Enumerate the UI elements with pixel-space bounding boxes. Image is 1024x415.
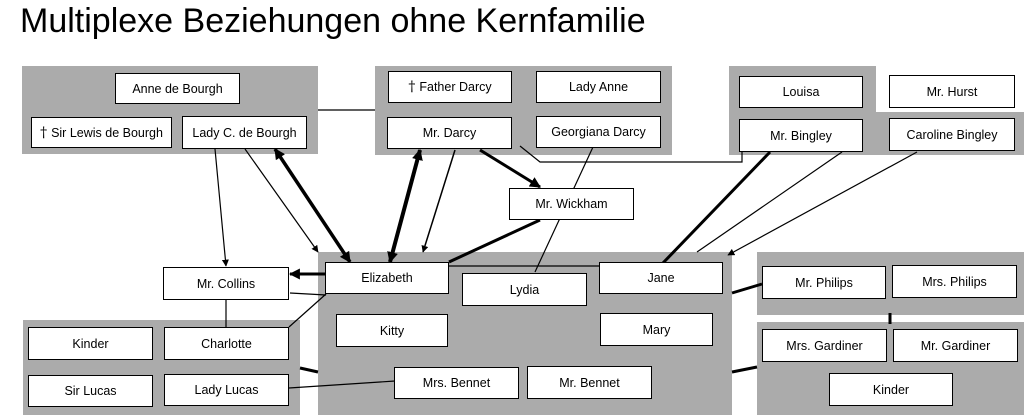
edge-jane-philips [731, 282, 763, 295]
edge-elizabeth-collins-thin [289, 292, 327, 296]
node-label: Mr. Bingley [770, 128, 832, 143]
node-label: Mr. Gardiner [920, 338, 991, 353]
node-label: Anne de Bourgh [132, 81, 223, 96]
edge-bennet-lucas [299, 366, 319, 374]
node-georgiana-darcy[interactable]: Georgiana Darcy [536, 116, 661, 148]
node-label: Mrs. Philips [922, 274, 987, 289]
node-label: Georgiana Darcy [551, 125, 646, 139]
node-sir-lewis-de-bourgh[interactable]: †Sir Lewis de Bourgh [31, 117, 172, 148]
node-mrs-gardiner[interactable]: Mrs. Gardiner [762, 329, 887, 362]
edge-ladyc-elizabeth-bold [273, 148, 352, 263]
node-mr-collins[interactable]: Mr. Collins [163, 267, 289, 300]
node-label: Louisa [782, 85, 820, 99]
node-mr-darcy[interactable]: Mr. Darcy [387, 117, 512, 149]
node-anne-de-bourgh[interactable]: Anne de Bourgh [115, 73, 240, 104]
node-label: Kitty [379, 323, 405, 338]
deceased-marker: † [408, 79, 416, 95]
node-label: Mr. Hurst [926, 84, 978, 99]
node-mr-bennet[interactable]: Mr. Bennet [527, 366, 652, 399]
node-mr-bingley[interactable]: Mr. Bingley [739, 119, 863, 152]
node-label: Lady Lucas [194, 383, 259, 397]
edge-caroline-jane [727, 151, 918, 256]
edge-bingley-jane-bold [660, 150, 772, 266]
node-label: Mr. Bennet [559, 375, 620, 390]
node-mrs-bennet[interactable]: Mrs. Bennet [394, 367, 519, 399]
deceased-marker: † [40, 124, 48, 141]
edge-darcy-elizabeth-bold [387, 148, 423, 264]
node-label: Sir Lucas [64, 384, 117, 398]
node-label: Mr. Collins [196, 276, 256, 291]
node-mary[interactable]: Mary [600, 313, 713, 346]
edge-bennet-gardiner [731, 365, 758, 374]
node-louisa[interactable]: Louisa [739, 76, 863, 108]
node-label: Charlotte [201, 336, 252, 351]
node-lady-c-de-bourgh[interactable]: Lady C. de Bourgh [182, 116, 307, 149]
node-label: Lady Anne [568, 80, 629, 94]
page-title: Multiplexe Beziehungen ohne Kernfamilie [20, 2, 646, 40]
node-label: Elizabeth [361, 271, 413, 285]
node-mr-hurst[interactable]: Mr. Hurst [889, 75, 1015, 108]
node-mr-philips[interactable]: Mr. Philips [762, 266, 886, 299]
node-label: Mrs. Gardiner [786, 338, 863, 353]
node-charlotte[interactable]: Charlotte [164, 327, 289, 360]
node-kinder-lucas[interactable]: Kinder [28, 327, 153, 360]
edge-ladyc-collins [214, 148, 229, 267]
node-label: Caroline Bingley [906, 127, 998, 142]
node-label: Lydia [509, 282, 540, 297]
node-mr-wickham[interactable]: Mr. Wickham [509, 188, 634, 220]
edge-bingley-jane-thin [696, 151, 843, 253]
node-mrs-philips[interactable]: Mrs. Philips [892, 265, 1017, 298]
node-lady-anne[interactable]: Lady Anne [536, 71, 661, 103]
node-label: Mr. Philips [795, 275, 853, 290]
edge-darcy-elizabeth-thin [421, 149, 456, 253]
node-label: Kinder [72, 336, 109, 351]
node-father-darcy[interactable]: †Father Darcy [388, 71, 512, 103]
node-kinder-gardiner[interactable]: Kinder [829, 373, 953, 406]
edge-ladyc-elizabeth-thin [244, 148, 319, 253]
node-jane[interactable]: Jane [599, 262, 723, 294]
node-label: Mr. Darcy [422, 126, 477, 140]
node-label: Jane [647, 271, 675, 285]
node-elizabeth[interactable]: Elizabeth [325, 262, 449, 294]
node-sir-lucas[interactable]: Sir Lucas [28, 375, 153, 407]
node-label: Lady C. de Bourgh [192, 125, 297, 140]
node-label: Father Darcy [419, 80, 492, 94]
node-label: Kinder [872, 382, 910, 397]
node-lady-lucas[interactable]: Lady Lucas [164, 374, 289, 406]
node-mr-gardiner[interactable]: Mr. Gardiner [893, 329, 1018, 362]
node-lydia[interactable]: Lydia [462, 273, 587, 306]
node-label: Mary [642, 322, 671, 337]
edge-wickham-elizabeth [448, 218, 541, 264]
node-caroline-bingley[interactable]: Caroline Bingley [889, 118, 1015, 151]
node-label: Mrs. Bennet [422, 376, 491, 390]
node-label: Sir Lewis de Bourgh [51, 125, 163, 140]
edge-darcy-bingley [519, 145, 743, 163]
edge-darcy-wickham [479, 148, 541, 189]
node-kitty[interactable]: Kitty [336, 314, 448, 347]
edge-ladylucas-mrsbennet [288, 380, 396, 389]
node-label: Mr. Wickham [535, 197, 608, 211]
edge-elizabeth-charlotte [288, 293, 327, 328]
